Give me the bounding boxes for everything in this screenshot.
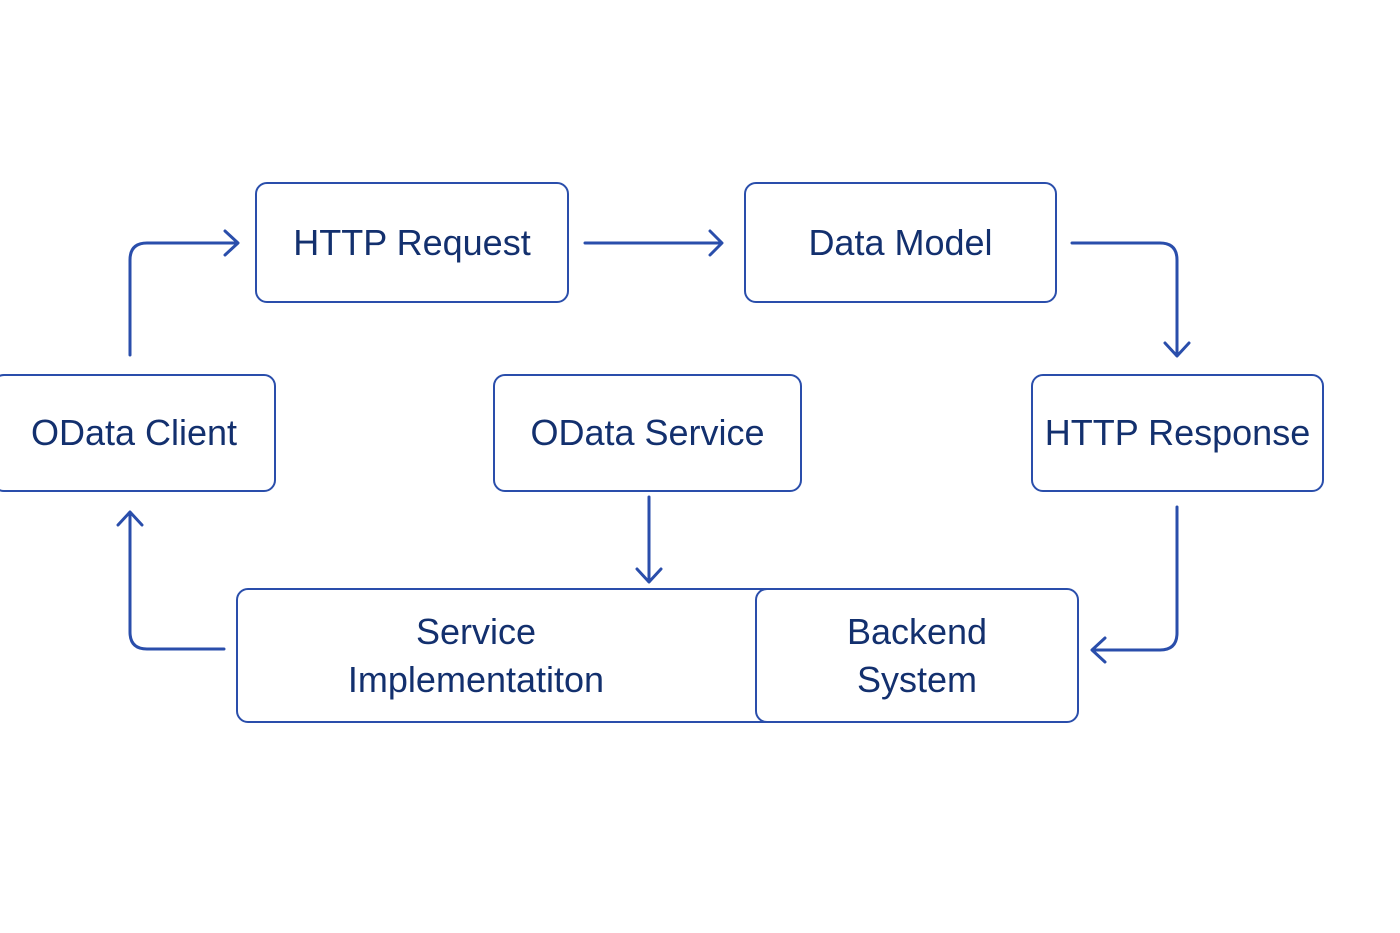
node-backend-system: Backend System [755,588,1079,723]
node-http-response-label: HTTP Response [1044,412,1311,453]
node-data-model-label: Data Model [808,221,993,263]
arrowhead-http-response [1163,341,1191,358]
node-http-request-label: HTTP Request [293,221,531,263]
node-service-implementation-label: Service Implementatiton [347,610,605,700]
edge-data-model-to-http-response [1070,241,1179,356]
edge-http-response-to-backend-system [1092,505,1179,652]
node-odata-client-label: OData Client [30,412,238,453]
node-http-response: HTTP Response [1031,374,1324,492]
arrowhead-service-implementation [635,567,663,584]
node-http-request: HTTP Request [255,182,569,303]
arrowhead-odata-client [116,510,144,527]
edge-odata-client-to-http-request [128,241,238,357]
node-odata-client: OData Client [0,374,276,492]
arrowhead-http-request [223,229,240,257]
node-data-model: Data Model [744,182,1057,303]
arrowhead-backend-system [1090,636,1107,664]
node-service-implementation: Service Implementatiton [236,588,796,723]
arrowhead-data-model [708,229,724,257]
edge-service-implementation-to-odata-client [128,511,226,651]
node-odata-service: OData Service [493,374,802,492]
node-odata-service-label: OData Service [530,412,765,453]
node-backend-system-label: Backend System [846,610,988,700]
